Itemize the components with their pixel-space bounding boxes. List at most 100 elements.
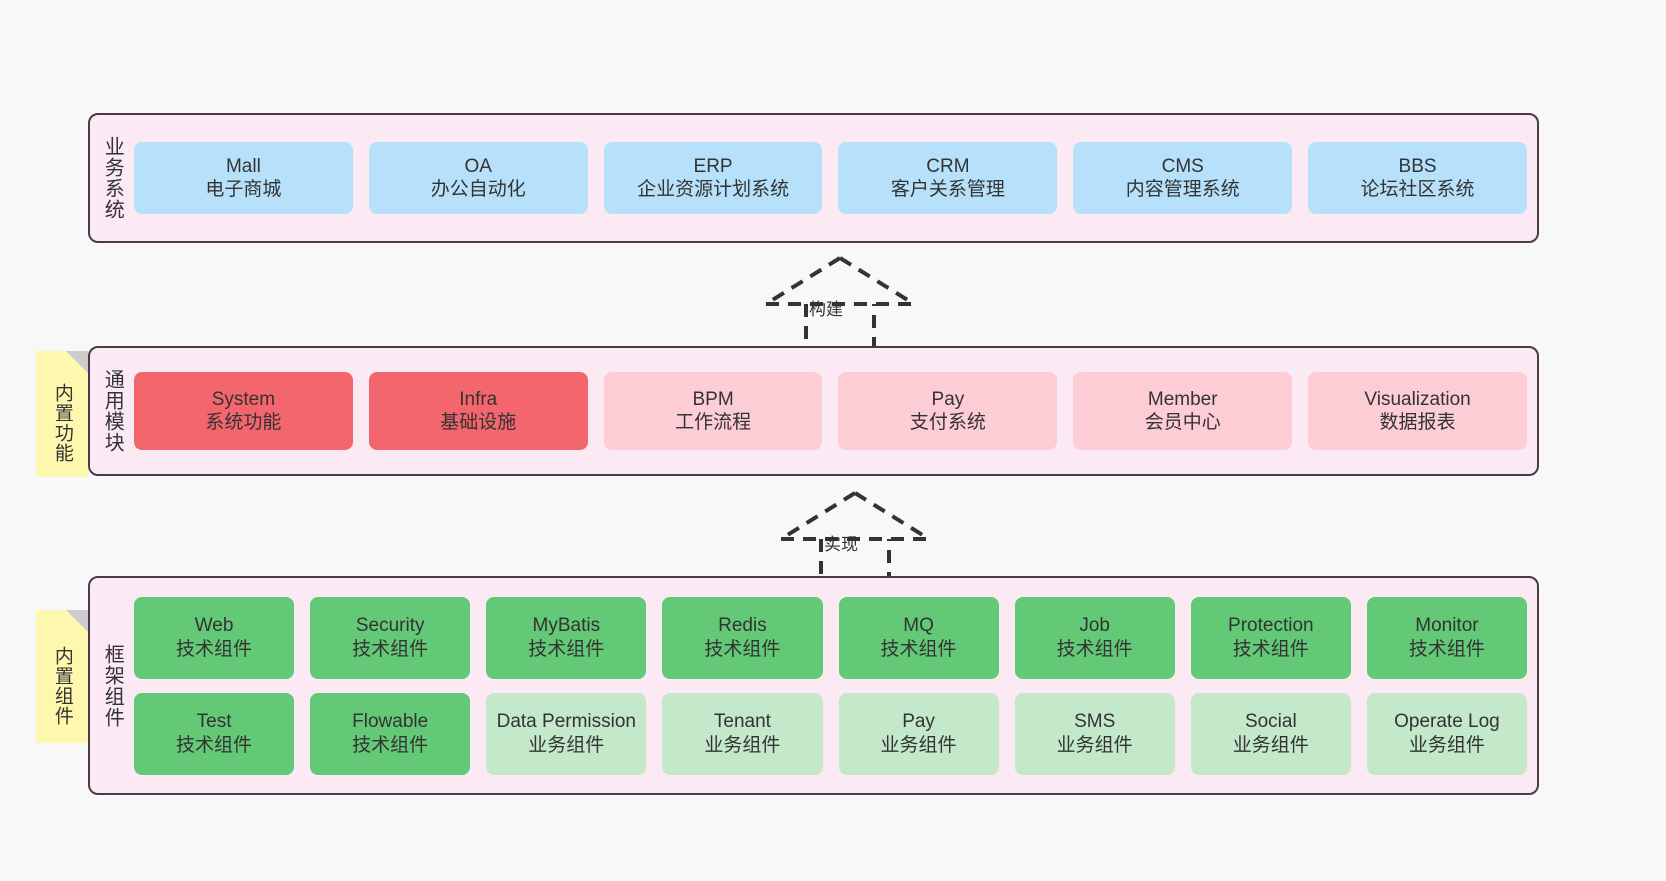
card-title-en: Infra [459,388,498,410]
card-title-cn: 数据报表 [1379,412,1456,433]
card-title-cn: 技术组件 [704,638,781,660]
card-mq[interactable]: MQ 技术组件 [838,596,999,679]
card-title-en: CRM [926,155,970,177]
card-title-cn: 技术组件 [1056,638,1133,660]
card-title-en: SMS [1074,711,1116,733]
note-builtin-function: 内置功能 [36,351,88,477]
card-title-cn: 系统功能 [205,412,282,433]
card-infra[interactable]: Infra 基础设施 [368,372,588,450]
card-title-en: Pay [931,388,965,410]
card-protection[interactable]: Protection 技术组件 [1190,596,1351,679]
card-title-en: Operate Log [1394,711,1500,733]
card-member[interactable]: Member 会员中心 [1073,372,1293,450]
card-title-en: Pay [902,711,935,733]
card-title-en: Redis [718,615,767,637]
card-title-cn: 企业资源计划系统 [637,179,790,200]
card-title-cn: 电子商城 [205,179,282,200]
card-row-business: Test 技术组件 Flowable 技术组件 Data Permission … [134,692,1527,775]
layer-body-business: Mall 电子商城 OA 办公自动化 ERP 企业资源计划系统 CRM 客户关系… [134,115,1537,241]
card-pay-business[interactable]: Pay 业务组件 [838,692,999,775]
card-title-en: ERP [693,155,733,177]
card-visualization[interactable]: Visualization 数据报表 [1308,372,1527,450]
card-title-en: MQ [903,615,934,637]
card-title-en: Visualization [1364,388,1471,410]
card-security[interactable]: Security 技术组件 [310,596,471,679]
card-title-cn: 技术组件 [352,638,429,660]
card-tenant[interactable]: Tenant 业务组件 [662,692,823,775]
card-title-cn: 会员中心 [1144,412,1221,433]
connector-label-build: 构建 [809,300,843,319]
card-mybatis[interactable]: MyBatis 技术组件 [486,596,647,679]
card-title-en: Protection [1228,615,1314,637]
card-title-en: Flowable [352,711,429,733]
layer-title-framework: 框架组件 [101,643,124,728]
card-title-en: OA [464,155,492,177]
card-crm[interactable]: CRM 客户关系管理 [838,142,1058,214]
layer-framework-components: 框架组件 Web 技术组件 Security 技术组件 MyBatis 技术组件… [88,576,1539,795]
card-title-cn: 基础设施 [440,412,517,433]
card-title-cn: 办公自动化 [430,179,526,200]
card-redis[interactable]: Redis 技术组件 [662,596,823,679]
note-text: 内置功能 [51,383,73,463]
card-title-cn: 技术组件 [1408,638,1485,660]
card-title-en: Member [1147,388,1218,410]
card-pay[interactable]: Pay 支付系统 [838,372,1058,450]
card-erp[interactable]: ERP 企业资源计划系统 [603,142,823,214]
card-title-cn: 论坛社区系统 [1360,179,1475,200]
card-title-en: BBS [1398,155,1437,177]
card-job[interactable]: Job 技术组件 [1014,596,1175,679]
card-social[interactable]: Social 业务组件 [1190,692,1351,775]
card-title-en: Social [1244,711,1297,733]
card-title-en: Monitor [1415,615,1479,637]
card-title-en: Security [355,615,425,637]
layer-title-modules: 通用模块 [101,369,124,453]
card-sms[interactable]: SMS 业务组件 [1014,692,1175,775]
connector-build: 构建 [760,252,920,352]
card-title-cn: 支付系统 [909,412,986,433]
card-system[interactable]: System 系统功能 [134,372,353,450]
connector-implement: 实现 [775,487,935,587]
card-bbs[interactable]: BBS 论坛社区系统 [1308,142,1527,214]
card-title-cn: 技术组件 [528,638,605,660]
card-title-cn: 技术组件 [176,734,253,756]
card-test[interactable]: Test 技术组件 [134,692,295,775]
card-row: Mall 电子商城 OA 办公自动化 ERP 企业资源计划系统 CRM 客户关系… [134,142,1527,214]
card-title-cn: 技术组件 [880,638,957,660]
card-title-cn: 业务组件 [1232,734,1309,756]
card-title-en: Web [194,615,234,637]
card-title-cn: 技术组件 [176,638,253,660]
card-web[interactable]: Web 技术组件 [134,596,295,679]
card-title-en: CMS [1161,155,1204,177]
card-title-en: Tenant [713,711,771,733]
card-data-permission[interactable]: Data Permission 业务组件 [486,692,647,775]
card-bpm[interactable]: BPM 工作流程 [603,372,823,450]
card-title-cn: 客户关系管理 [890,179,1005,200]
card-mall[interactable]: Mall 电子商城 [134,142,353,214]
card-title-en: Data Permission [496,711,636,733]
card-title-en: Test [196,711,232,733]
layer-business-systems: 业务系统 Mall 电子商城 OA 办公自动化 ERP 企业资源计划系统 CRM… [88,113,1539,243]
card-title-en: System [211,388,276,410]
card-title-cn: 业务组件 [704,734,781,756]
card-title-cn: 业务组件 [1408,734,1485,756]
card-title-en: Mall [225,155,261,177]
card-title-cn: 业务组件 [1056,734,1133,756]
connector-label-implement: 实现 [824,535,858,554]
card-title-cn: 工作流程 [675,412,752,433]
card-flowable[interactable]: Flowable 技术组件 [310,692,471,775]
card-title-en: Job [1079,615,1110,637]
layer-title-business: 业务系统 [101,136,124,220]
card-title-cn: 业务组件 [528,734,605,756]
card-operate-log[interactable]: Operate Log 业务组件 [1366,692,1527,775]
card-monitor[interactable]: Monitor 技术组件 [1366,596,1527,679]
card-oa[interactable]: OA 办公自动化 [368,142,588,214]
card-title-cn: 内容管理系统 [1125,179,1240,200]
card-title-cn: 技术组件 [352,734,429,756]
card-title-cn: 业务组件 [880,734,957,756]
card-title-cn: 技术组件 [1232,638,1309,660]
card-cms[interactable]: CMS 内容管理系统 [1073,142,1293,214]
layer-body-modules: System 系统功能 Infra 基础设施 BPM 工作流程 Pay 支付系统… [134,348,1537,474]
note-text: 内置组件 [51,645,73,726]
card-title-en: MyBatis [532,615,601,637]
layer-common-modules: 通用模块 System 系统功能 Infra 基础设施 BPM 工作流程 Pay… [88,346,1539,476]
